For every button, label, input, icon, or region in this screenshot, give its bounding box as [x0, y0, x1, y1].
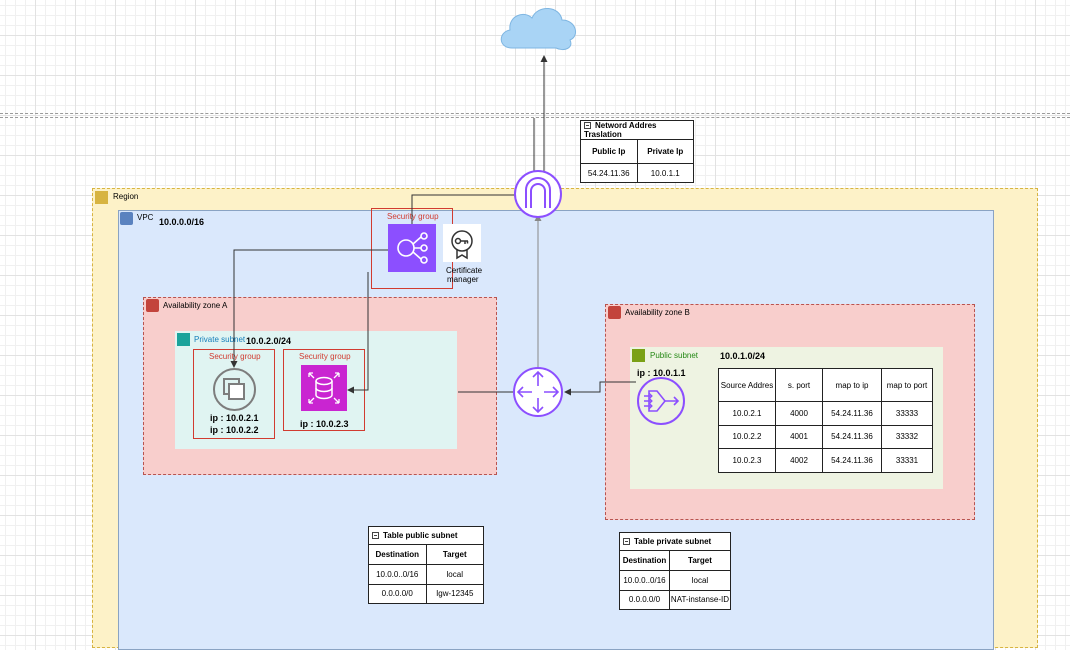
table-cell: Igw-12345	[425, 583, 484, 604]
port-table-header-source: Source Addres	[718, 368, 776, 402]
vpc-cidr: 10.0.0.0/16	[159, 217, 205, 227]
table-cell: 0.0.0.0/0	[368, 583, 427, 604]
boundary-line-lower	[0, 117, 1070, 118]
rds-database-icon[interactable]	[301, 365, 347, 411]
security-group-rds-label: Security group	[299, 352, 351, 361]
route-table-public[interactable]: Table public subnet Destination Target 1…	[368, 526, 484, 604]
rds-ip: ip : 10.0.2.3	[300, 419, 349, 429]
region-label: Region	[113, 192, 139, 201]
nat-instance-ip: ip : 10.0.1.1	[637, 368, 686, 378]
ec2-ip-2: ip : 10.0.2.2	[210, 425, 259, 435]
table-cell: 54.24.11.36	[822, 424, 882, 450]
collapse-icon[interactable]	[372, 532, 379, 540]
router-icon[interactable]	[513, 367, 563, 417]
az-b-icon	[608, 306, 621, 319]
private-subnet-lock-icon	[177, 333, 190, 346]
table-cell: 4001	[775, 424, 823, 450]
internet-cloud-icon[interactable]	[500, 8, 577, 51]
nat-table-header-private: Private Ip	[636, 139, 694, 164]
security-group-ec2-label: Security group	[209, 352, 261, 361]
certificate-manager-label-2: manager	[447, 275, 479, 284]
nat-instance-icon[interactable]	[636, 376, 686, 426]
route-table-private-header-target: Target	[668, 550, 732, 571]
region-flag-icon	[95, 191, 108, 204]
route-table-private[interactable]: Table private subnet Destination Target …	[619, 532, 732, 610]
port-table-header-map-port: map to port	[881, 368, 933, 402]
public-subnet-cidr: 10.0.1.0/24	[720, 351, 766, 361]
internet-gateway-icon[interactable]	[514, 170, 562, 218]
private-subnet-cidr: 10.0.2.0/24	[246, 336, 292, 346]
vpc-cloud-icon	[120, 212, 133, 225]
certificate-manager-label-1: Certificate	[446, 266, 483, 275]
table-cell: 10.0.1.1	[636, 163, 694, 183]
nat-table-title: Netword Addres Traslation	[584, 121, 657, 139]
nat-table-header-public: Public Ip	[580, 139, 638, 164]
private-subnet-label: Private subnet	[194, 335, 246, 344]
load-balancer-icon[interactable]	[388, 224, 436, 272]
az-a-icon	[146, 299, 159, 312]
route-table-public-header-target: Target	[425, 544, 484, 565]
security-group-lb-label: Security group	[387, 212, 439, 221]
az-a-label: Availability zone A	[163, 301, 228, 310]
table-cell: 4002	[775, 448, 823, 473]
table-cell: 4000	[775, 401, 823, 426]
port-table-header-map-ip: map to ip	[822, 368, 882, 402]
az-b-label: Availability zone B	[625, 308, 690, 317]
route-table-public-title: Table public subnet	[383, 531, 458, 540]
vpc-label: VPC	[137, 213, 154, 222]
route-table-private-title: Table private subnet	[634, 537, 712, 546]
table-cell: 54.24.11.36	[580, 163, 638, 183]
table-cell: 54.24.11.36	[822, 448, 882, 473]
ec2-ip-1: ip : 10.0.2.1	[210, 413, 259, 423]
port-mapping-table[interactable]: Source Addres s. port map to ip map to p…	[718, 368, 933, 473]
ec2-instances-icon[interactable]	[212, 367, 257, 412]
collapse-icon[interactable]	[584, 122, 591, 130]
boundary-line-upper	[0, 113, 1070, 114]
table-cell: NAT-instanse-ID	[668, 589, 732, 610]
collapse-icon[interactable]	[623, 538, 630, 546]
nat-translation-table[interactable]: Netword Addres Traslation Public Ip Priv…	[580, 120, 694, 183]
table-cell: 10.0.2.3	[718, 448, 776, 473]
public-subnet-lock-icon	[632, 349, 645, 362]
public-subnet-label: Public subnet	[650, 351, 699, 360]
table-cell: 33331	[881, 448, 933, 473]
certificate-manager-icon[interactable]	[443, 224, 481, 262]
